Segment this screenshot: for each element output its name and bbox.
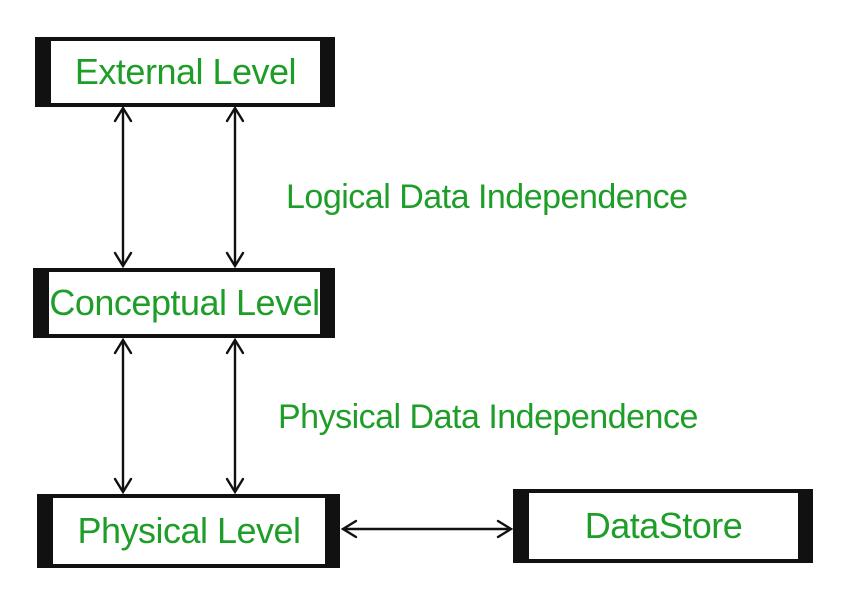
arrow-conceptual-physical-right [225, 337, 245, 495]
box-physical-level: Physical Level [37, 494, 340, 568]
arrow-external-conceptual-left [113, 105, 133, 269]
annotation-physical-data-independence: Physical Data Independence [278, 398, 698, 436]
arrow-physical-datastore [340, 519, 514, 539]
box-conceptual-level-label: Conceptual Level [49, 282, 320, 323]
box-physical-level-label: Physical Level [77, 510, 301, 551]
box-external-level: External Level [35, 37, 335, 107]
box-datastore-label: DataStore [584, 505, 743, 546]
arrow-external-conceptual-right [225, 105, 245, 269]
annotation-logical-data-independence: Logical Data Independence [286, 178, 688, 216]
box-conceptual-level: Conceptual Level [33, 268, 335, 338]
arrow-conceptual-physical-left [113, 337, 133, 495]
box-datastore: DataStore [513, 489, 813, 563]
box-external-level-label: External Level [74, 51, 297, 92]
